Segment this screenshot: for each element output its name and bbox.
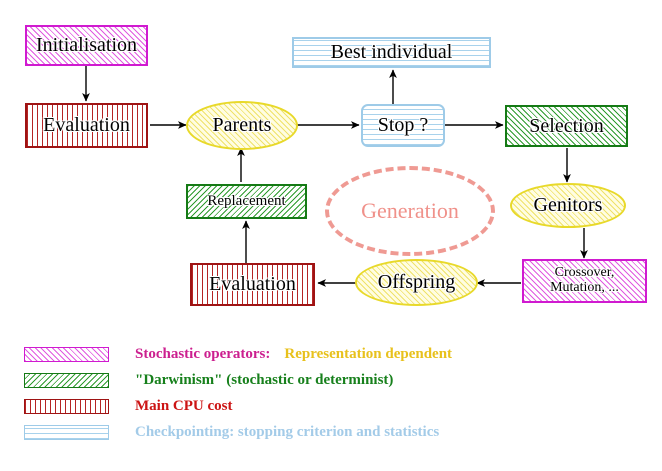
node-initialisation-label: Initialisation [35,34,138,56]
legend-text-stochastic-operators: Stochastic operators: Representation depe… [135,346,452,363]
node-crossover-mutation-label-line1: Crossover, [554,265,615,281]
legend-label-main-cpu-cost: Main CPU cost [135,398,233,414]
legend-swatch-blue-horizontal-hatch [24,425,109,440]
node-replacement-label: Replacement [207,192,286,209]
legend-row-darwinism: "Darwinism" (stochastic or determinist) [24,368,393,393]
node-parents-label: Parents [212,114,272,136]
node-evaluation-top-label: Evaluation [43,114,130,136]
node-genitors[interactable]: Genitors [510,183,626,228]
legend-swatch-magenta-diagonal-hatch [24,347,109,362]
node-crossover-mutation-label-line2: Mutation, ... [550,280,619,295]
legend-row-checkpointing: Checkpointing: stopping criterion and st… [24,420,439,445]
node-offspring[interactable]: Offspring [355,259,478,306]
node-parents[interactable]: Parents [186,101,298,150]
node-stop[interactable]: Stop ? [361,104,445,147]
node-crossover-mutation[interactable]: Crossover, Mutation, ... [522,259,647,303]
legend-swatch-red-vertical-hatch [24,399,109,414]
legend-label-representation-dependent: Representation dependent [284,346,453,362]
node-evaluation-top[interactable]: Evaluation [25,103,148,148]
node-generation: Generation [325,166,495,256]
node-evaluation-bottom[interactable]: Evaluation [190,263,315,306]
legend-swatch-green-diagonal-hatch [24,373,109,388]
node-initialisation[interactable]: Initialisation [25,25,148,66]
legend-label-stochastic-operators: Stochastic operators: [135,346,271,362]
legend-label-darwinism: "Darwinism" (stochastic or determinist) [135,372,394,388]
node-best-individual-label: Best individual [330,41,453,63]
legend: Stochastic operators: Representation depe… [0,336,662,456]
node-genitors-label: Genitors [533,194,603,216]
node-replacement[interactable]: Replacement [186,184,307,219]
node-best-individual[interactable]: Best individual [292,37,491,68]
node-selection[interactable]: Selection [505,105,628,147]
node-offspring-label: Offspring [377,271,456,293]
legend-row-main-cpu-cost: Main CPU cost [24,394,233,419]
node-stop-label: Stop ? [377,114,429,136]
node-selection-label: Selection [529,114,604,137]
node-generation-label: Generation [361,198,459,224]
node-evaluation-bottom-label: Evaluation [209,273,296,295]
legend-row-stochastic-operators: Stochastic operators: Representation depe… [24,342,452,367]
legend-label-checkpointing: Checkpointing: stopping criterion and st… [135,424,440,440]
